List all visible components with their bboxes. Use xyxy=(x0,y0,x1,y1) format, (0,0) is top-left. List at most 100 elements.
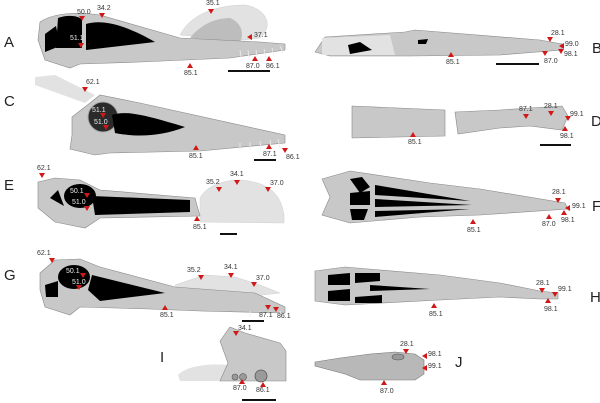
label-86-1: 86.1 xyxy=(277,313,291,320)
label-99-0: 99.0 xyxy=(565,41,579,48)
marker-99-1 xyxy=(565,205,570,211)
marker-87-0 xyxy=(252,56,258,61)
label-85-1: 85.1 xyxy=(467,227,481,234)
panel-letter: F xyxy=(592,198,600,215)
marker-86-1 xyxy=(266,56,272,61)
label-87-1: 87.1 xyxy=(519,106,533,113)
label-98-1: 98.1 xyxy=(561,217,575,224)
label-85-1: 85.1 xyxy=(160,312,174,319)
label-99-1: 99.1 xyxy=(428,363,442,370)
label-51-1: 51.1 xyxy=(70,35,84,42)
marker-28-1 xyxy=(403,349,409,354)
marker-50-0 xyxy=(79,16,85,21)
skull-illustration xyxy=(314,29,563,57)
label-51-0: 51.0 xyxy=(72,199,86,206)
marker-50-1 xyxy=(84,193,90,198)
label-85-1: 85.1 xyxy=(189,153,203,160)
panel-j: 28.1 98.1 99.1 87.0 J xyxy=(300,330,463,403)
fragment-illustration xyxy=(178,326,287,383)
label-87-0: 87.0 xyxy=(233,385,247,392)
marker-62-1 xyxy=(39,173,45,178)
marker-99-0 xyxy=(559,43,564,49)
fragment-illustration xyxy=(314,351,425,381)
panel-g: G 62.1 50.1 51.0 35.2 34.1 37.0 85.1 87.… xyxy=(0,245,300,325)
label-99-1: 99.1 xyxy=(558,286,572,293)
label-35-2: 35.2 xyxy=(187,267,201,274)
marker-87-0 xyxy=(542,51,548,56)
marker-98-1 xyxy=(422,353,427,359)
marker-51-1 xyxy=(100,113,106,118)
label-34-2: 34.2 xyxy=(97,5,111,12)
label-98-1: 98.1 xyxy=(564,51,578,58)
panel-b: 28.1 99.0 98.1 87.0 85.1 B xyxy=(300,0,600,80)
marker-98-1 xyxy=(561,210,567,215)
marker-28-1 xyxy=(555,198,561,203)
label-87-0: 87.0 xyxy=(380,388,394,395)
label-50-1: 50.1 xyxy=(70,188,84,195)
label-50-0: 50.0 xyxy=(77,9,91,16)
marker-85-1 xyxy=(193,145,199,150)
label-98-1: 98.1 xyxy=(428,351,442,358)
marker-85-1 xyxy=(470,219,476,224)
marker-99-1 xyxy=(552,292,558,297)
marker-51-0 xyxy=(76,285,82,290)
label-51-1: 51.1 xyxy=(92,107,106,114)
marker-85-1 xyxy=(448,52,454,57)
marker-87-1 xyxy=(266,144,272,149)
label-28-1: 28.1 xyxy=(551,30,565,37)
label-85-1: 85.1 xyxy=(429,311,443,318)
label-50-1: 50.1 xyxy=(66,268,80,275)
skull-illustration xyxy=(37,177,285,229)
marker-35-2 xyxy=(198,275,204,280)
marker-85-1 xyxy=(162,305,168,310)
label-99-1: 99.1 xyxy=(572,203,586,210)
label-99-1: 99.1 xyxy=(570,111,584,118)
label-51-0: 51.0 xyxy=(72,279,86,286)
marker-28-1 xyxy=(547,37,553,42)
scale-bar xyxy=(228,70,270,72)
panel-c: C 62.1 51.1 51.0 85.1 87.1 86.1 xyxy=(0,75,300,165)
label-28-1: 28.1 xyxy=(552,189,566,196)
label-85-1: 85.1 xyxy=(184,70,198,77)
panel-i: I 34.1 87.0 86.1 xyxy=(150,315,310,403)
marker-34-1 xyxy=(233,331,239,336)
label-87-1: 87.1 xyxy=(259,312,273,319)
label-87-0: 87.0 xyxy=(246,63,260,70)
marker-28-1 xyxy=(539,288,545,293)
marker-37-1 xyxy=(247,34,252,40)
marker-86-1 xyxy=(282,148,288,153)
scale-bar xyxy=(540,144,571,146)
panel-h: 28.1 99.1 98.1 85.1 H xyxy=(300,255,600,325)
skull-illustration xyxy=(35,75,286,156)
skull-illustration xyxy=(314,266,559,306)
skull-illustration xyxy=(37,4,286,69)
marker-99-1 xyxy=(422,365,427,371)
marker-87-0 xyxy=(381,380,387,385)
bone-fragments xyxy=(351,105,569,139)
label-62-1: 62.1 xyxy=(37,165,51,172)
label-87-0: 87.0 xyxy=(542,221,556,228)
marker-86-1 xyxy=(273,307,279,312)
marker-50-1 xyxy=(80,273,86,278)
panel-letter: B xyxy=(592,40,600,57)
scale-bar xyxy=(242,399,276,401)
scale-bar xyxy=(242,320,264,322)
panel-d: 85.1 87.1 28.1 99.1 98.1 D xyxy=(300,90,600,160)
label-86-1: 86.1 xyxy=(256,387,270,394)
scale-bar xyxy=(220,233,237,235)
marker-51-1 xyxy=(78,43,84,48)
marker-98-1 xyxy=(545,298,551,303)
marker-85-1 xyxy=(431,303,437,308)
panel-letter: J xyxy=(455,354,463,371)
marker-98-1 xyxy=(558,49,564,54)
panel-a: A 50.0 34.2 51.1 35.1 37.1 85.1 87.0 86.… xyxy=(0,0,300,80)
scale-bar xyxy=(496,63,539,65)
panel-letter: C xyxy=(4,93,15,110)
marker-87-0 xyxy=(546,214,552,219)
marker-37-0 xyxy=(251,282,257,287)
marker-34-2 xyxy=(99,13,105,18)
label-35-2: 35.2 xyxy=(206,179,220,186)
label-98-1: 98.1 xyxy=(544,306,558,313)
label-86-1: 86.1 xyxy=(286,154,300,161)
label-34-1: 34.1 xyxy=(238,325,252,332)
